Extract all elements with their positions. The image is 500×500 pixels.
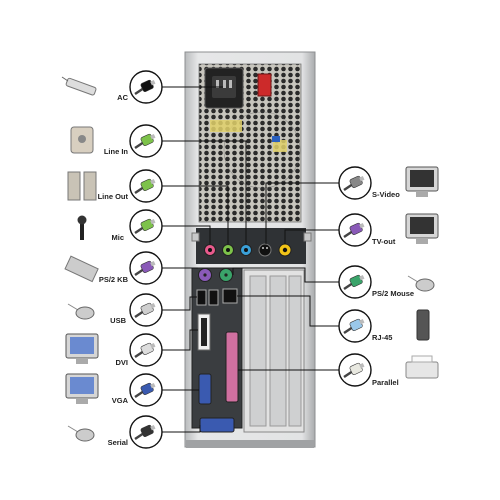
serial-mouse-icon bbox=[67, 425, 95, 442]
serial-port bbox=[199, 417, 235, 433]
connector-line bbox=[284, 229, 339, 244]
connector-line bbox=[162, 296, 197, 311]
port-label-ps2-kb: PS/2 KB bbox=[98, 275, 128, 284]
audio-jack-blue-icon bbox=[129, 124, 163, 158]
left-plug-icons bbox=[129, 70, 163, 449]
vga-plug-icon bbox=[129, 373, 163, 407]
port-label-mic: Mic bbox=[111, 233, 124, 242]
usb-port-1 bbox=[196, 289, 207, 306]
svideo-plug-icon bbox=[338, 166, 372, 200]
connector-line bbox=[237, 295, 339, 327]
ps2-keyboard-plug-icon bbox=[129, 251, 163, 285]
rj45-plug-icon bbox=[338, 309, 372, 343]
svideo-port bbox=[258, 243, 272, 257]
port-label-line-in: Line In bbox=[103, 147, 128, 156]
lcd-monitor-icon bbox=[65, 333, 99, 364]
audio-jack-pink-icon bbox=[129, 209, 163, 243]
port-label-usb: USB bbox=[110, 316, 126, 325]
port-label-parallel: Parallel bbox=[372, 378, 399, 387]
connector-line bbox=[162, 329, 198, 351]
connector-line bbox=[232, 267, 339, 283]
microphone-icon bbox=[77, 215, 87, 240]
port-label-tv-out: TV-out bbox=[372, 237, 396, 246]
connector-lines bbox=[162, 86, 339, 433]
usb-port-2 bbox=[208, 289, 219, 306]
serial-plug-icon bbox=[129, 415, 163, 449]
parallel-plug-icon bbox=[338, 353, 372, 387]
port-label-rj45: RJ-45 bbox=[372, 333, 393, 342]
connector-line bbox=[162, 425, 201, 433]
port-label-ps2-mouse: PS/2 Mouse bbox=[372, 289, 415, 298]
usb-plug-icon bbox=[129, 293, 163, 327]
rj45-port bbox=[222, 288, 238, 304]
left-device-icons bbox=[61, 76, 99, 442]
connector-line bbox=[162, 225, 211, 244]
port-label-vga: VGA bbox=[111, 396, 128, 405]
port-label-line-out: Line Out bbox=[97, 192, 128, 201]
ps2-mouse-icon bbox=[407, 275, 435, 292]
crt-monitor-icon bbox=[65, 373, 99, 404]
tv-icon bbox=[405, 213, 439, 244]
io-bracket-audio bbox=[191, 228, 312, 264]
tv-out-plug-icon bbox=[338, 213, 372, 247]
vga-port bbox=[198, 373, 212, 405]
voltage-switch bbox=[257, 73, 272, 97]
connector-line bbox=[265, 182, 339, 244]
right-plug-icons bbox=[338, 166, 372, 387]
cassette-player-icon bbox=[70, 126, 94, 154]
ps2-mouse-plug-icon bbox=[338, 265, 372, 299]
port-label-dvi: DVI bbox=[115, 358, 128, 367]
ac-inlet bbox=[204, 67, 244, 109]
power-supply bbox=[198, 63, 302, 223]
keyboard-icon bbox=[64, 255, 99, 283]
connector-line bbox=[162, 185, 229, 244]
speakers-icon bbox=[67, 171, 97, 201]
parallel-port bbox=[225, 331, 239, 403]
port-label-ac: AC bbox=[117, 93, 128, 102]
tv-icon bbox=[405, 166, 439, 197]
port-label-svideo: S-Video bbox=[372, 190, 400, 199]
io-shield bbox=[191, 267, 243, 433]
usb-mouse-icon bbox=[67, 303, 95, 320]
power-strip-icon bbox=[61, 76, 97, 96]
network-router-icon bbox=[416, 309, 430, 341]
expansion-slots bbox=[243, 269, 305, 433]
connector-line bbox=[162, 140, 247, 244]
port-label-serial: Serial bbox=[107, 438, 128, 447]
printer-icon bbox=[405, 355, 439, 379]
power-cord-icon bbox=[129, 70, 163, 104]
audio-jack-green-icon bbox=[129, 169, 163, 203]
right-device-icons bbox=[405, 166, 439, 379]
dvi-plug-icon bbox=[129, 333, 163, 367]
